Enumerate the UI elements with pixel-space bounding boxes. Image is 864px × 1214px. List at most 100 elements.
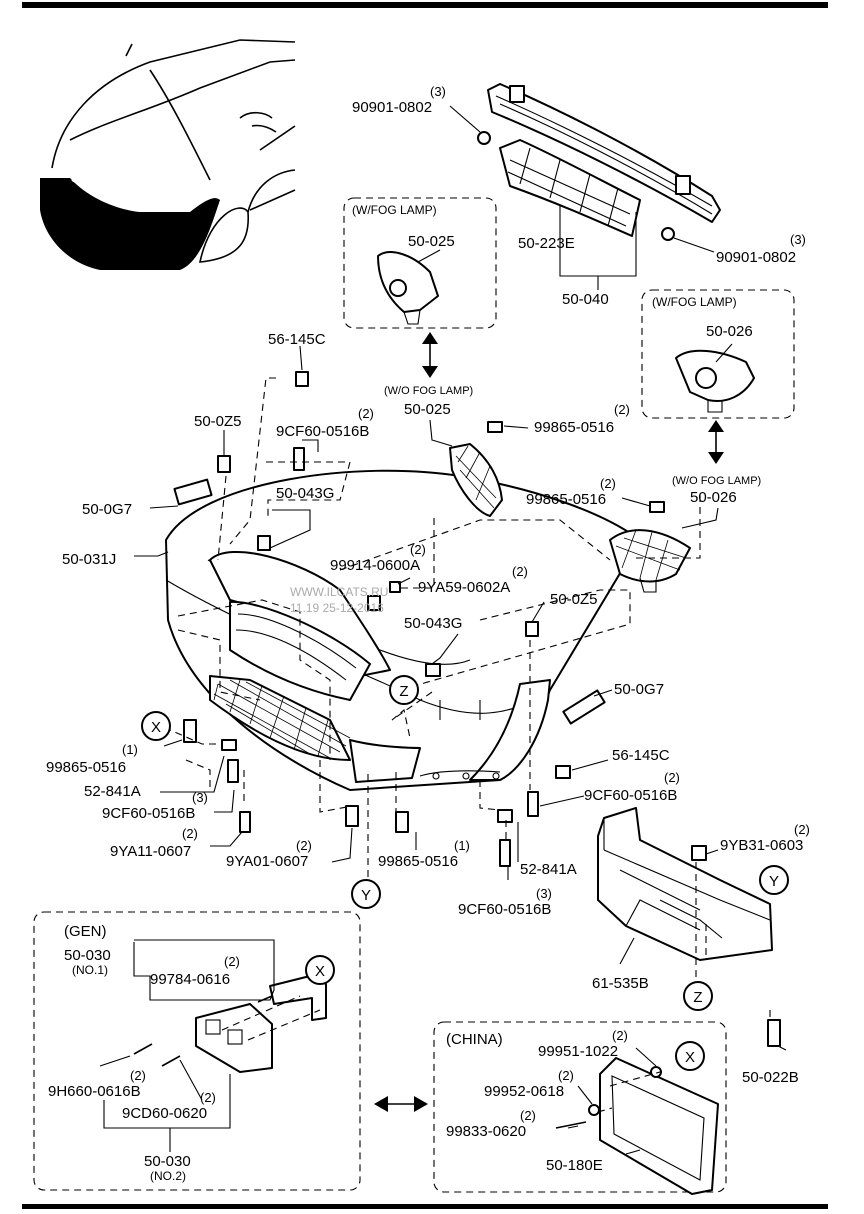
screw-icon [555, 1121, 587, 1129]
alternate-arrow-right [708, 420, 724, 464]
svg-text:(2): (2) [358, 406, 374, 421]
svg-text:50-025: 50-025 [404, 401, 451, 418]
svg-text:(2): (2) [130, 1068, 146, 1083]
svg-text:99784-0616: 99784-0616 [150, 971, 230, 988]
svg-text:50-180E: 50-180E [546, 1157, 603, 1174]
svg-text:X: X [315, 963, 325, 980]
bolt-icon [477, 131, 491, 145]
svg-text:61-535B: 61-535B [592, 975, 649, 992]
svg-text:56-145C: 56-145C [612, 747, 670, 764]
leader-lines [99, 345, 787, 1155]
svg-text:(2): (2) [600, 476, 616, 491]
svg-text:99865-0516: 99865-0516 [534, 419, 614, 436]
box-title-china: (CHINA) [446, 1031, 503, 1048]
gen-box [33, 911, 361, 1191]
svg-text:9YA11-0607: 9YA11-0607 [110, 843, 191, 860]
bumper-reinforcement [487, 83, 721, 223]
note-no2: (NO.2) [150, 1169, 186, 1183]
svg-text:50-030: 50-030 [64, 947, 111, 964]
svg-text:99833-0620: 99833-0620 [446, 1123, 526, 1140]
svg-text:9H660-0616B: 9H660-0616B [48, 1083, 141, 1100]
svg-text:(2): (2) [296, 838, 312, 853]
svg-text:52-841A: 52-841A [520, 861, 577, 878]
svg-text:50-030: 50-030 [144, 1153, 191, 1170]
svg-text:(2): (2) [794, 822, 810, 837]
svg-text:52-841A: 52-841A [84, 783, 141, 800]
callout-y-shield: Y [759, 865, 789, 895]
svg-text:(2): (2) [614, 402, 630, 417]
svg-text:90901-0802: 90901-0802 [716, 249, 796, 266]
svg-text:99952-0618: 99952-0618 [484, 1083, 564, 1100]
svg-text:50-031J: 50-031J [62, 551, 116, 568]
svg-text:50-043G: 50-043G [404, 615, 462, 632]
svg-text:99914-0600A: 99914-0600A [330, 557, 420, 574]
box-title-fog-right: (W/FOG LAMP) [652, 295, 737, 309]
svg-text:50-026: 50-026 [706, 323, 753, 340]
svg-text:(3): (3) [536, 886, 552, 901]
energy-absorber [499, 139, 641, 237]
svg-text:Z: Z [399, 683, 408, 700]
bolt-icon [661, 227, 675, 241]
note-no1: (NO.1) [72, 963, 108, 977]
bottom-rule [22, 1204, 828, 1209]
callout-x-china: X [675, 1041, 705, 1071]
license-bracket-gen [195, 975, 327, 1073]
svg-text:(1): (1) [122, 742, 138, 757]
svg-text:9YA01-0607: 9YA01-0607 [226, 853, 308, 870]
svg-text:50-0G7: 50-0G7 [82, 501, 132, 518]
svg-text:50-026: 50-026 [690, 489, 737, 506]
svg-text:50-040: 50-040 [562, 291, 609, 308]
alternate-arrow-gen-china [374, 1096, 428, 1112]
svg-text:9YB31-0603: 9YB31-0603 [720, 837, 803, 854]
svg-text:90901-0802: 90901-0802 [352, 99, 432, 116]
svg-text:50-0G7: 50-0G7 [614, 681, 664, 698]
svg-text:(2): (2) [224, 954, 240, 969]
license-plate-china [599, 1057, 719, 1195]
svg-text:(2): (2) [664, 770, 680, 785]
svg-text:(2): (2) [558, 1068, 574, 1083]
note-wo-fog-left: (W/O FOG LAMP) [384, 385, 473, 397]
svg-text:9CF60-0516B: 9CF60-0516B [276, 423, 369, 440]
svg-text:(2): (2) [612, 1028, 628, 1043]
callout-y-bumper: Y [351, 879, 381, 909]
china-box [433, 1021, 727, 1193]
svg-text:9YA59-0602A: 9YA59-0602A [418, 579, 510, 596]
svg-text:(3): (3) [790, 232, 806, 247]
splash-shield [597, 807, 773, 961]
svg-text:(1): (1) [454, 838, 470, 853]
svg-text:9CF60-0516B: 9CF60-0516B [102, 805, 195, 822]
clip-icon [650, 1066, 662, 1078]
fog-grille-left [449, 443, 503, 517]
svg-text:Y: Y [361, 887, 371, 904]
svg-text:X: X [151, 719, 161, 736]
svg-text:50-025: 50-025 [408, 233, 455, 250]
svg-text:50-043G: 50-043G [276, 485, 334, 502]
watermark: WWW.ILCATS.RU 11.19 25-12-2016 [290, 585, 388, 615]
svg-text:50-223E: 50-223E [518, 235, 575, 252]
svg-text:50-0Z5: 50-0Z5 [550, 591, 598, 608]
svg-text:99865-0516: 99865-0516 [526, 491, 606, 508]
svg-text:(2): (2) [520, 1108, 536, 1123]
bumper-cover [165, 469, 641, 791]
svg-text:(2): (2) [182, 826, 198, 841]
fog-cover-right [675, 343, 755, 413]
svg-text:(2): (2) [410, 542, 426, 557]
fog-lamp-box-left [343, 197, 497, 329]
svg-text:(3): (3) [430, 84, 446, 99]
svg-text:99865-0516: 99865-0516 [46, 759, 126, 776]
svg-text:(2): (2) [200, 1090, 216, 1105]
callout-z-bumper: Z [389, 675, 419, 705]
fog-cover-left [377, 249, 441, 325]
svg-text:(3): (3) [192, 790, 208, 805]
callout-x-bumper: X [141, 711, 171, 741]
svg-text:11.19 25-12-2016: 11.19 25-12-2016 [290, 601, 384, 615]
svg-text:9CF60-0516B: 9CF60-0516B [458, 901, 551, 918]
svg-text:99951-1022: 99951-1022 [538, 1043, 618, 1060]
svg-text:WWW.ILCATS.RU: WWW.ILCATS.RU [290, 585, 388, 599]
washer-icon [588, 1104, 600, 1116]
svg-text:X: X [685, 1049, 695, 1066]
note-wo-fog-right: (W/O FOG LAMP) [672, 475, 761, 487]
alternate-arrow-left [422, 332, 438, 378]
top-rule [22, 2, 828, 8]
